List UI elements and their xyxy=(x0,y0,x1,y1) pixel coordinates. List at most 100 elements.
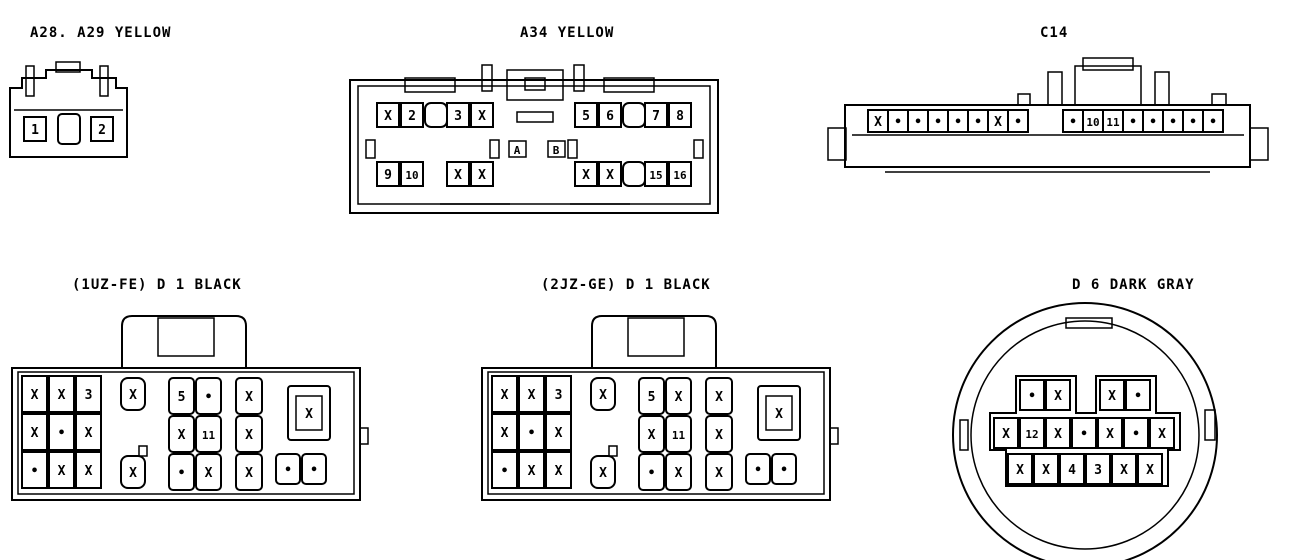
pin-cell xyxy=(75,451,102,489)
pin-label: X xyxy=(478,109,486,124)
pin-cell xyxy=(75,375,102,413)
pin-label: X xyxy=(775,407,783,422)
pin-cell xyxy=(90,116,114,142)
pin-cell xyxy=(446,161,470,187)
pin-label: X xyxy=(648,428,656,443)
pin-label: X xyxy=(606,168,614,183)
pin-label: X xyxy=(245,466,253,481)
pin-cell xyxy=(518,375,545,413)
pin-label: X xyxy=(129,466,137,481)
pin-label: X xyxy=(715,428,723,443)
pin-label: X xyxy=(501,426,509,441)
pin-cell xyxy=(1019,417,1045,449)
pin-label: X xyxy=(245,390,253,405)
pin-cell xyxy=(1149,417,1175,449)
pin-label: X xyxy=(1054,427,1062,442)
pin-cell xyxy=(23,116,47,142)
pin-label: 6 xyxy=(606,109,614,124)
pin-cell xyxy=(574,161,598,187)
pin-cell xyxy=(665,415,692,453)
pin-label: X xyxy=(675,466,683,481)
pin-label: • xyxy=(1129,115,1137,130)
pin-label: 5 xyxy=(648,390,656,405)
pin-cell xyxy=(301,453,327,485)
pin-label: • xyxy=(894,115,902,130)
pin-label: 11 xyxy=(202,429,216,442)
pin-label: 8 xyxy=(676,109,684,124)
pin-cell xyxy=(470,161,494,187)
connector-a28-a29: A28. A29 YELLOW 1 2 xyxy=(9,25,170,158)
pin-cell xyxy=(757,385,801,441)
pin-cell xyxy=(470,102,494,128)
pin-label: X xyxy=(454,168,462,183)
pin-cell xyxy=(21,413,48,451)
pin-label: • xyxy=(648,466,656,481)
pin-label: 16 xyxy=(673,169,687,182)
box-inner xyxy=(765,395,793,431)
lock-label-b: B xyxy=(553,144,560,157)
pin-cell xyxy=(491,413,518,451)
pin-cell xyxy=(75,413,102,451)
pin-label: X xyxy=(1146,463,1154,478)
pin-cell xyxy=(1045,417,1071,449)
pin-label: • xyxy=(914,115,922,130)
pin-cell xyxy=(1111,453,1137,485)
pin-cell xyxy=(400,102,424,128)
key-tab xyxy=(138,445,148,457)
pin-label: X xyxy=(85,464,93,479)
pin-label: X xyxy=(599,466,607,481)
pin-label: • xyxy=(205,390,213,405)
pin-label: 12 xyxy=(1025,428,1038,441)
pin-label: X xyxy=(528,464,536,479)
pin-cell xyxy=(120,455,146,489)
pin-label: X xyxy=(874,115,882,130)
pin-cell xyxy=(168,415,195,453)
pin-cell xyxy=(545,413,572,451)
pin-cell xyxy=(1045,379,1071,411)
pin-label: X xyxy=(384,109,392,124)
pin-cell xyxy=(545,451,572,489)
pin-label: X xyxy=(58,388,66,403)
pin-label: X xyxy=(85,426,93,441)
pin-label: 3 xyxy=(1094,463,1102,478)
pin-label: • xyxy=(934,115,942,130)
box-inner xyxy=(295,395,323,431)
pin-label: X xyxy=(994,115,1002,130)
pin-cell xyxy=(705,377,733,415)
pin-cell xyxy=(21,451,48,489)
pin-label: X xyxy=(1002,427,1010,442)
pin-cell xyxy=(1033,453,1059,485)
pin-cell xyxy=(1071,417,1097,449)
pin-cell xyxy=(644,161,668,187)
pin-label: X xyxy=(555,426,563,441)
connector-d1-2jz-title: (2JZ-GE) D 1 BLACK xyxy=(541,277,711,293)
pin-cell xyxy=(590,455,616,489)
key-slot xyxy=(567,139,578,159)
pin-cell xyxy=(668,102,692,128)
lock-b xyxy=(547,140,566,158)
latch-slot xyxy=(57,113,81,145)
pin-cell xyxy=(376,161,400,187)
pin-label: • xyxy=(1149,115,1157,130)
pin-label: X xyxy=(1108,389,1116,404)
pin-label: X xyxy=(478,168,486,183)
connector-d6-title: D 6 DARK GRAY xyxy=(1072,277,1195,293)
pin-label: X xyxy=(31,388,39,403)
pin-cell xyxy=(518,413,545,451)
pin-label: • xyxy=(58,426,66,441)
pin-cell xyxy=(665,377,692,415)
pin-cell xyxy=(1202,109,1224,133)
pin-cell xyxy=(1123,417,1149,449)
pin-cell xyxy=(120,377,146,411)
pin-cell xyxy=(21,375,48,413)
pin-label: 10 xyxy=(405,169,418,182)
pin-label: • xyxy=(780,463,788,478)
pin-label: 3 xyxy=(85,388,93,403)
pin-cell xyxy=(1019,379,1045,411)
pin-cell xyxy=(195,377,222,415)
